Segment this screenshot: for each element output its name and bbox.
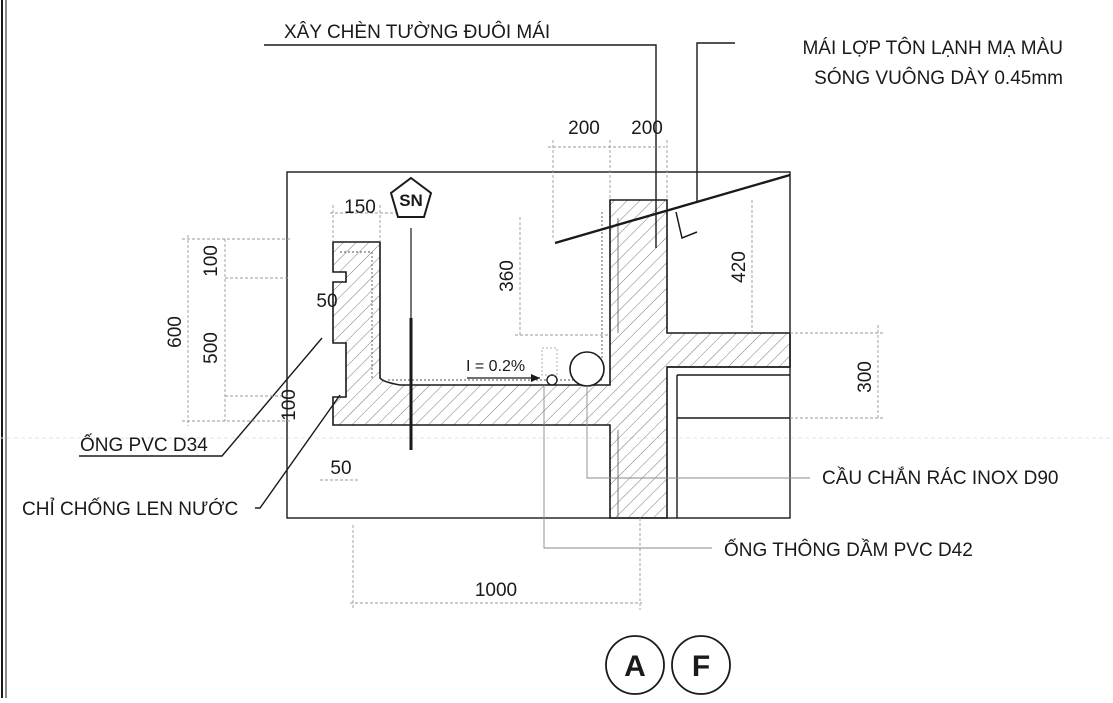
label-debris-grate: CẦU CHẮN RÁC INOX D90 — [822, 467, 1059, 489]
label-drip-edge: CHỈ CHỐNG LEN NƯỚC — [22, 498, 238, 520]
roof-sheet-line — [554, 173, 791, 245]
dim-360: 360 — [497, 260, 518, 292]
dim-50-lower: 50 — [330, 458, 351, 479]
dim-200-left: 200 — [568, 118, 600, 139]
leader-roof-sheet — [696, 42, 735, 203]
concrete-gutter-section — [332, 199, 791, 519]
dimension-lines — [182, 140, 885, 610]
leader-beam-sleeve — [543, 385, 712, 549]
grid-label-a: A — [624, 650, 646, 683]
dim-100-top: 100 — [201, 245, 222, 277]
sn-tag-pentagon — [389, 176, 433, 218]
label-beam-sleeve: ỐNG THÔNG DẦM PVC D42 — [724, 539, 973, 561]
grid-bubble-a — [605, 635, 665, 695]
dim-600: 600 — [165, 316, 186, 348]
dim-420: 420 — [729, 251, 750, 283]
sn-tag-text: SN — [399, 191, 423, 210]
dim-100-bottom: 100 — [279, 389, 300, 421]
leader-drip-edge — [255, 394, 341, 509]
dim-1000: 1000 — [475, 580, 517, 601]
dim-150: 150 — [344, 197, 376, 218]
sleeve-outline — [541, 347, 558, 376]
leader-parapet-infill — [264, 44, 657, 248]
debris-grate-d90 — [569, 351, 605, 387]
label-pvc-pipe: ỐNG PVC D34 — [80, 434, 208, 456]
dim-50-upper: 50 — [316, 291, 337, 312]
leader-pvc-pipe — [79, 337, 323, 457]
flashing-hook — [675, 211, 698, 240]
grid-bubble-f — [671, 635, 731, 695]
slope-label: I = 0.2% — [466, 358, 525, 375]
beam-sleeve-pvc-d42 — [546, 374, 558, 386]
slope-arrowhead — [531, 374, 540, 382]
grid-label-f: F — [692, 650, 710, 683]
label-roof-line-2: SÓNG VUÔNG DÀY 0.45mm — [814, 67, 1063, 89]
leader-debris-grate — [586, 386, 810, 479]
dim-500: 500 — [201, 332, 222, 364]
dim-300: 300 — [855, 361, 876, 393]
waterproof-layer-line — [340, 210, 603, 381]
label-parapet-infill: XÂY CHÈN TƯỜNG ĐUÔI MÁI — [284, 21, 550, 43]
dim-200-right: 200 — [631, 118, 663, 139]
label-roof-line-1: MÁI LỢP TÔN LẠNH MẠ MÀU — [802, 37, 1063, 59]
